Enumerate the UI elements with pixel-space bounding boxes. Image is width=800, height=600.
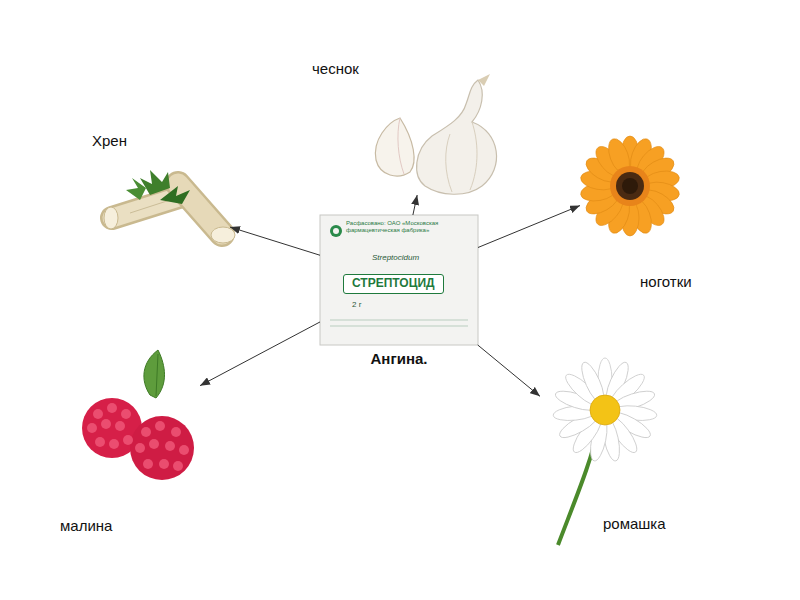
node-label: Хрен	[92, 132, 127, 149]
packet-text: 2 г	[352, 300, 362, 309]
node-label: чеснок	[312, 60, 359, 77]
node-label: ромашка	[603, 515, 666, 532]
arrow-connector	[478, 345, 540, 396]
arrow-connector	[413, 195, 417, 215]
plant-node: Хрен	[105, 170, 230, 245]
node-label: ноготки	[640, 273, 692, 290]
node-label: Ангина.	[371, 350, 428, 367]
arrow-connector	[230, 227, 320, 255]
raspberry-picture	[82, 350, 194, 480]
node-label: малина	[60, 517, 112, 534]
horseradish-picture	[104, 170, 235, 243]
packet-title: СТРЕПТОЦИД	[343, 274, 444, 294]
plant-node: малина	[80, 350, 200, 485]
arrow-connector	[478, 206, 580, 248]
calendula-picture	[579, 136, 681, 236]
packet-text: Streptocidum	[372, 253, 472, 262]
packet-picture	[320, 215, 478, 345]
plant-node: ромашка	[540, 355, 670, 545]
arrow-connector	[200, 322, 320, 386]
plant-node: ноготки	[580, 135, 680, 235]
plant-node: чеснок	[360, 75, 500, 195]
packet-text: Расфасовано: ОАО «Московская фармацевтич…	[346, 220, 472, 234]
garlic-picture	[375, 74, 496, 194]
